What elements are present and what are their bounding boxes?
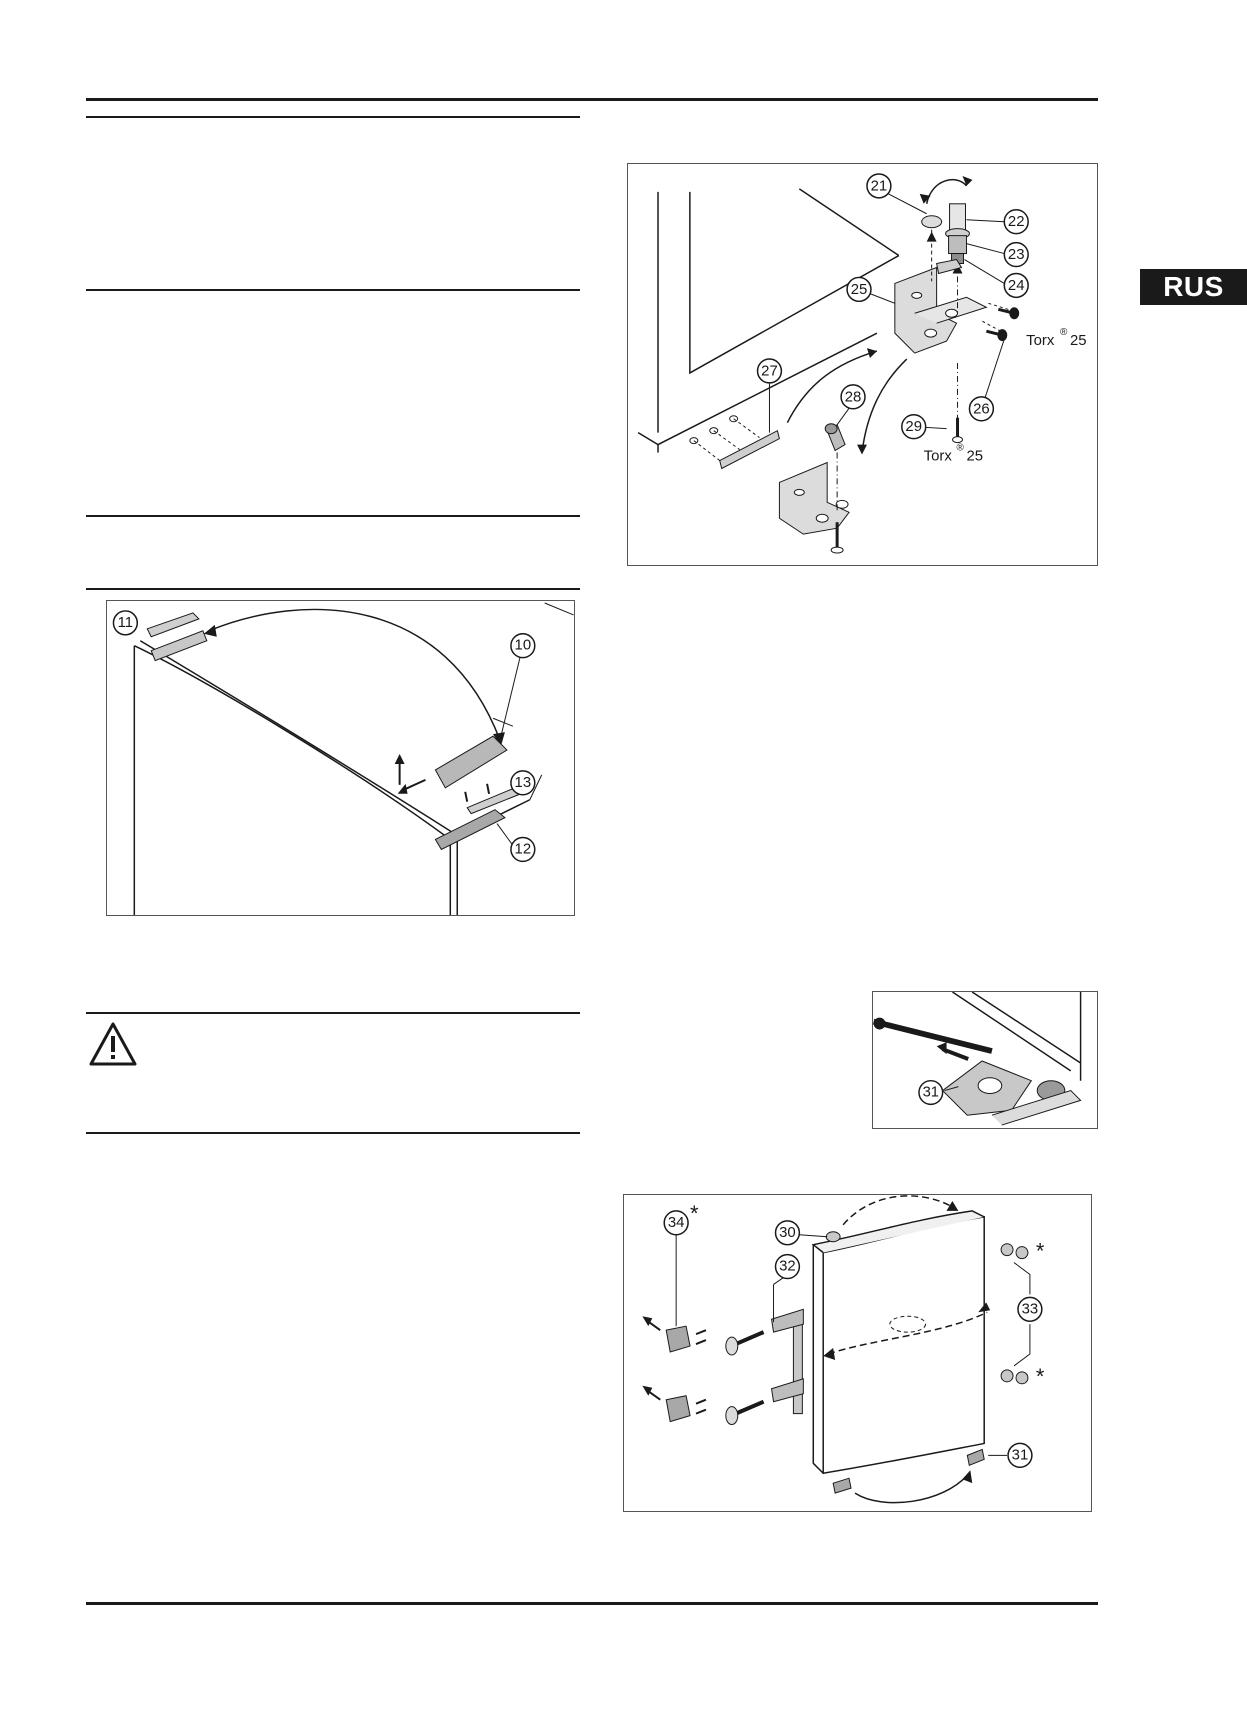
callout-34: 34 [663, 1210, 689, 1236]
svg-text:31: 31 [923, 1085, 939, 1101]
svg-text:23: 23 [1008, 246, 1025, 263]
callout-11: 11 [112, 610, 139, 636]
svg-text:11: 11 [118, 615, 133, 631]
callout-21: 21 [866, 173, 892, 199]
svg-text:31: 31 [1012, 1447, 1029, 1463]
svg-text:21: 21 [871, 177, 888, 194]
figure-hinge-assembly: 21 22 23 24 25 26 27 28 29 Torx ® 25 Tor… [627, 163, 1098, 566]
callout-33: 33 [1017, 1296, 1043, 1322]
callout-25: 25 [846, 276, 872, 303]
asterisk-33-top: * [1036, 1239, 1045, 1264]
bottom-rule [86, 1602, 1098, 1605]
svg-text:25: 25 [1070, 332, 1087, 349]
svg-text:26: 26 [973, 400, 990, 417]
callout-12: 12 [510, 836, 536, 863]
svg-text:®: ® [957, 443, 965, 454]
svg-text:13: 13 [515, 775, 532, 791]
callout-24: 24 [1003, 272, 1029, 299]
svg-text:34: 34 [668, 1215, 685, 1231]
svg-text:27: 27 [761, 362, 778, 379]
left-rule-1 [86, 116, 580, 118]
svg-text:12: 12 [515, 841, 532, 857]
svg-text:28: 28 [845, 388, 862, 405]
left-rule-6 [86, 1132, 580, 1134]
callout-13: 13 [510, 770, 536, 796]
svg-text:30: 30 [779, 1225, 796, 1241]
svg-text:25: 25 [966, 448, 983, 465]
callout-10: 10 [510, 633, 536, 659]
callout-23: 23 [1003, 241, 1029, 268]
callout-28: 28 [840, 384, 866, 410]
callout-27: 27 [756, 358, 783, 384]
svg-text:33: 33 [1022, 1301, 1039, 1317]
figure-door-handle: 34 * 30 32 33 * * 31 [623, 1194, 1092, 1512]
asterisk-34: * [690, 1201, 699, 1226]
callout-31-latch: 31 [918, 1079, 944, 1106]
torx-label-1: Torx [1026, 332, 1055, 349]
language-tab: RUS [1140, 269, 1247, 305]
callout-30: 30 [774, 1220, 801, 1246]
left-rule-2 [86, 289, 580, 291]
asterisk-33-bottom: * [1036, 1364, 1045, 1389]
svg-text:22: 22 [1008, 213, 1025, 230]
svg-text:32: 32 [779, 1259, 796, 1275]
svg-text:24: 24 [1008, 277, 1025, 294]
callout-32: 32 [774, 1253, 801, 1280]
svg-text:10: 10 [515, 638, 532, 654]
callout-31-door: 31 [1007, 1442, 1033, 1469]
svg-text:29: 29 [905, 418, 922, 435]
figure-latch: 31 [872, 991, 1098, 1129]
left-rule-4 [86, 588, 580, 590]
figure-top-cover: 11 10 13 12 [106, 600, 575, 916]
callout-22: 22 [1003, 209, 1029, 235]
callout-26: 26 [968, 396, 995, 422]
top-rule [86, 98, 1098, 101]
warning-triangle-icon [88, 1021, 138, 1067]
svg-text:25: 25 [851, 281, 868, 298]
left-rule-5 [86, 1012, 580, 1014]
left-rule-3 [86, 515, 580, 517]
svg-text:®: ® [1060, 327, 1068, 338]
callout-29: 29 [901, 414, 927, 440]
torx-label-2: Torx [924, 448, 953, 465]
